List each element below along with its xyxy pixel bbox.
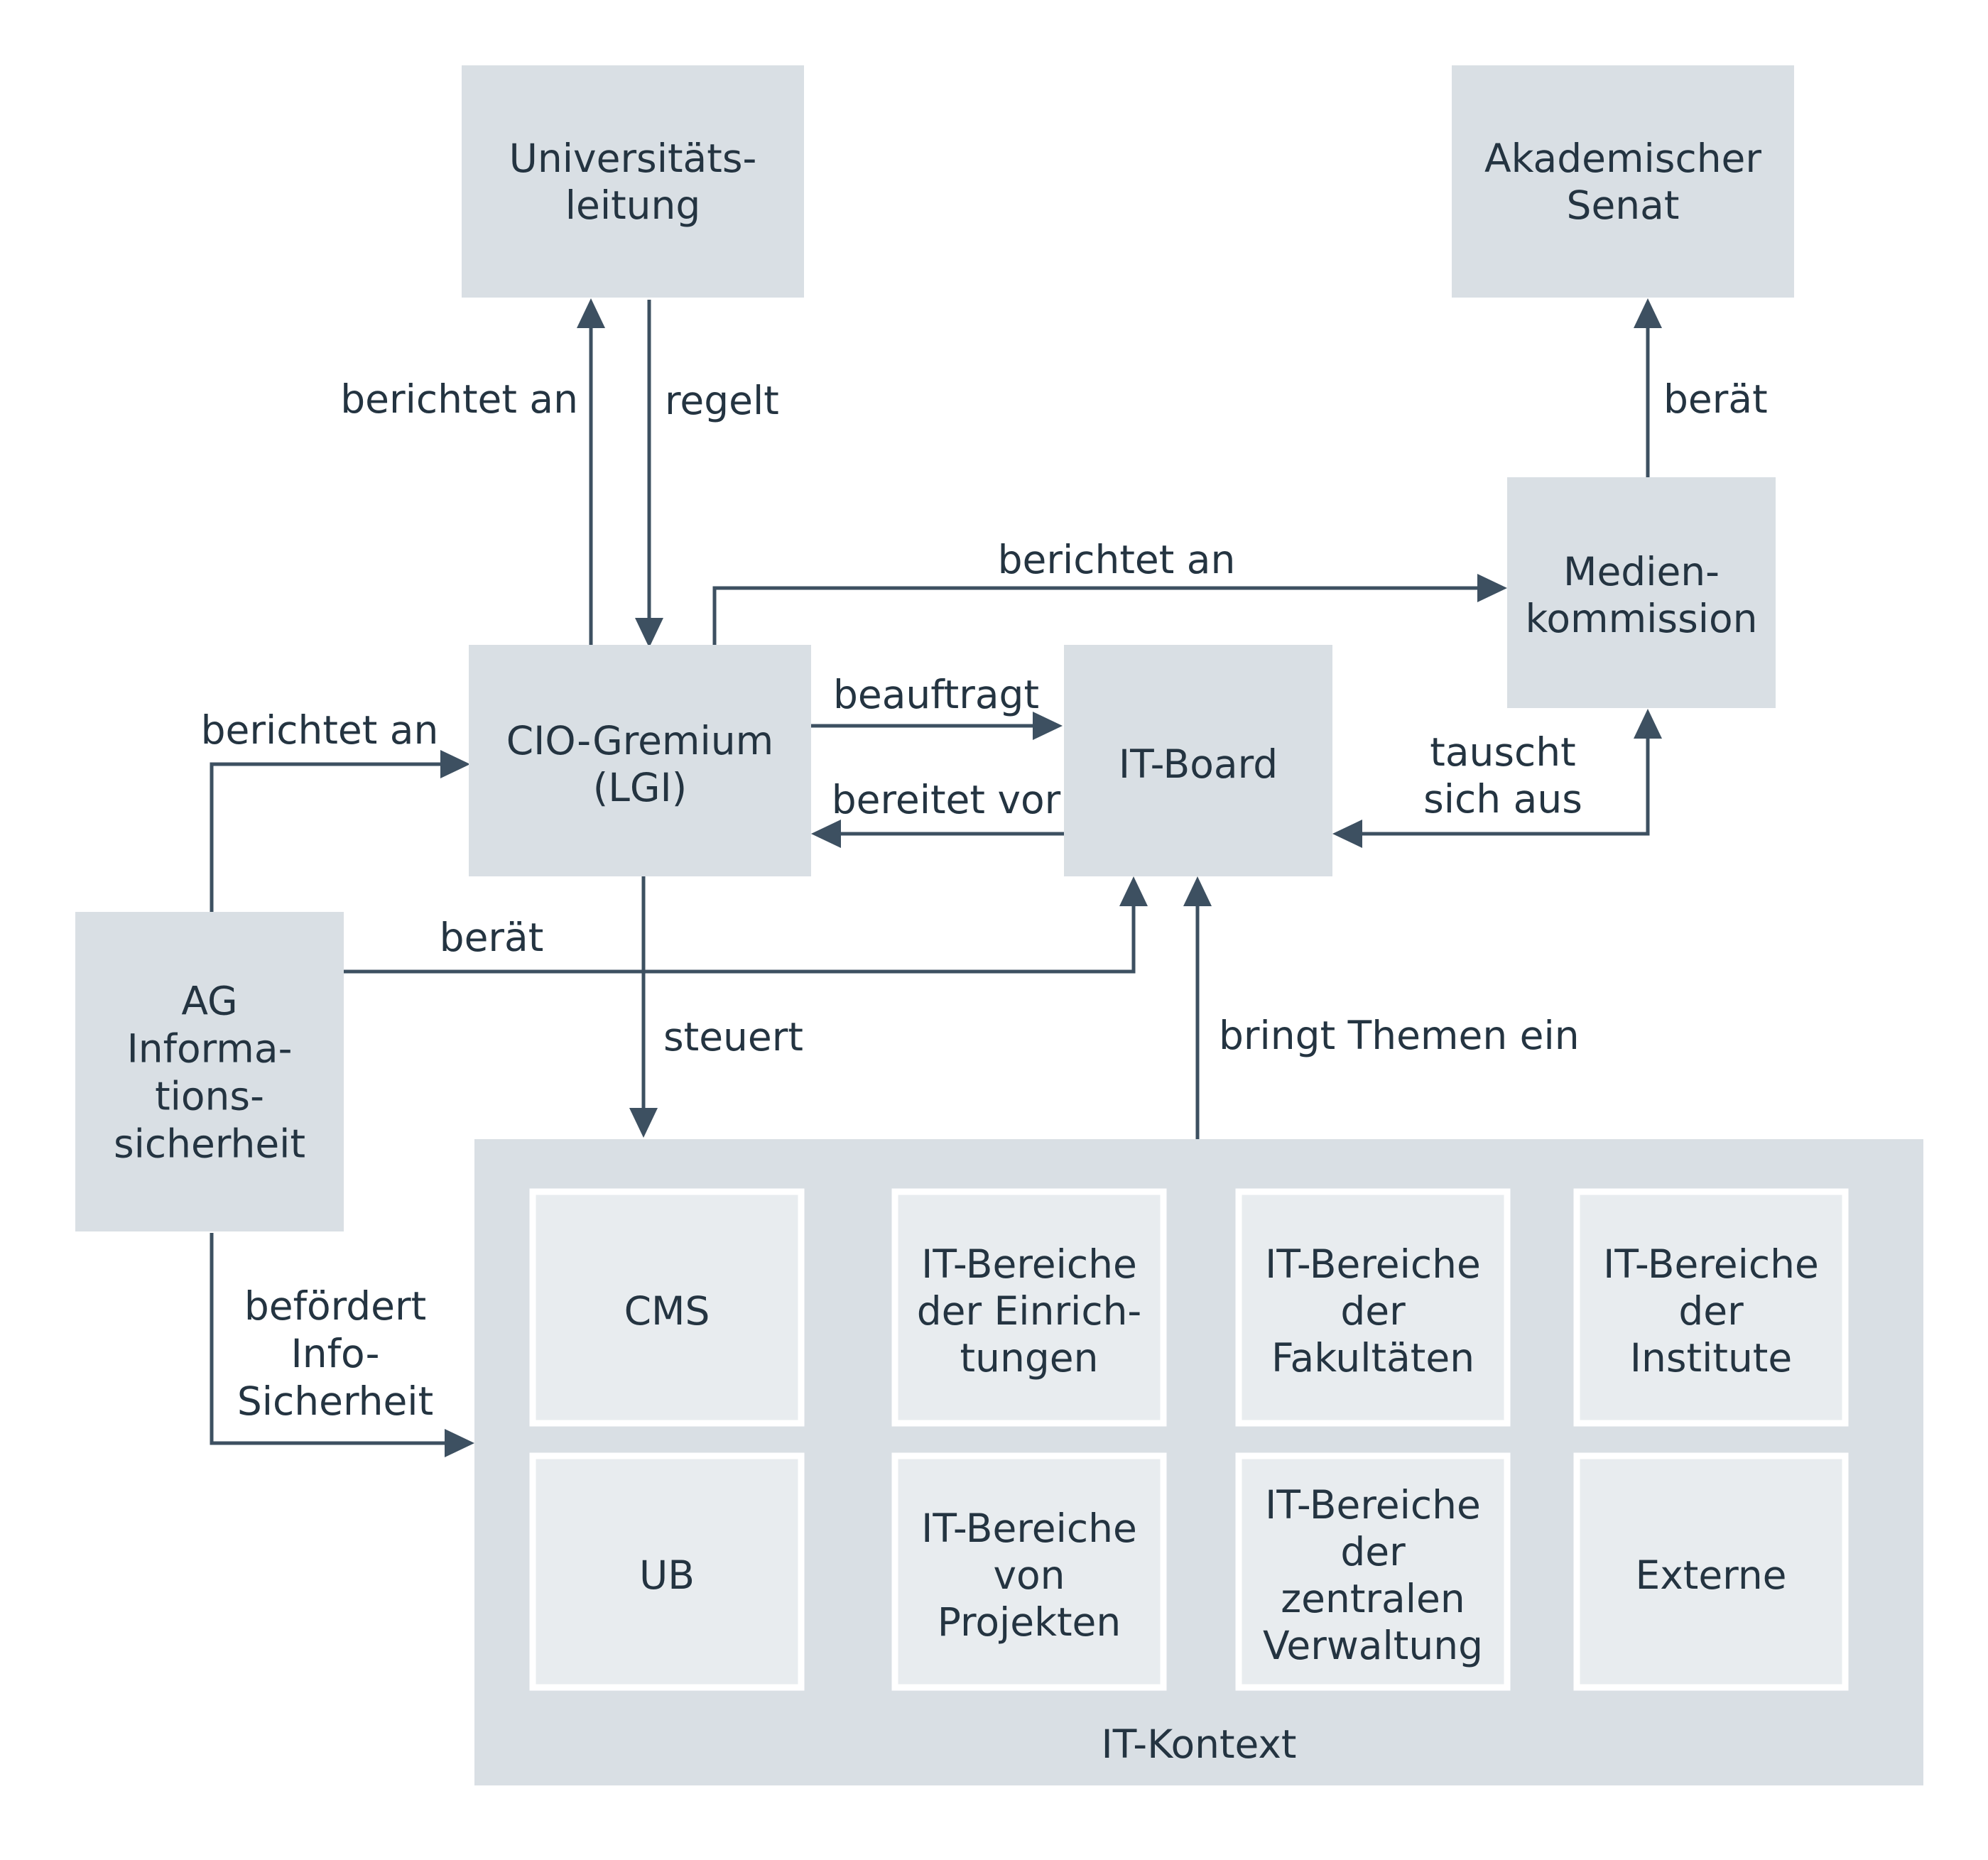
edge-label-cio-to-kontext: steuert [663, 1014, 803, 1060]
edge-label-board-to-cio: bereitet vor [832, 777, 1061, 822]
edge-label-ag-to-board: berät [440, 915, 544, 960]
arrowhead [1332, 820, 1362, 848]
arrowhead [629, 1108, 658, 1138]
externe-box [1573, 1452, 1849, 1691]
edge-label-ul-to-cio: regelt [665, 378, 779, 423]
edge-labels: berichtet an regelt berät berichtet an b… [201, 376, 1768, 1424]
arrowhead [811, 820, 841, 848]
arrowhead [1183, 876, 1212, 906]
arrowhead [440, 750, 470, 778]
cio-gremium-box [469, 645, 811, 876]
edge-label-cio-to-board: beauftragt [833, 672, 1039, 717]
edge-label-cio-to-ul: berichtet an [340, 376, 578, 422]
arrowhead [1033, 712, 1063, 740]
universitaetsleitung-label: Universitäts-leitung [509, 136, 757, 228]
medienkommission-box [1507, 477, 1776, 708]
akademischer-senat-box [1452, 65, 1794, 298]
cms-label: CMS [624, 1288, 710, 1334]
edge-ag-to-cio [210, 762, 440, 912]
arrowhead [1477, 574, 1507, 602]
edge-label-cio-to-mk: berichtet an [998, 537, 1236, 582]
edge-ag-to-kontext [210, 1233, 445, 1445]
externe-label: Externe [1635, 1552, 1786, 1598]
it-kontext-label: IT-Kontext [1102, 1722, 1297, 1767]
universitaetsleitung-box [462, 65, 804, 298]
arrowhead [1634, 709, 1662, 739]
arrowhead [1634, 298, 1662, 328]
ub-label: UB [639, 1552, 695, 1598]
connectors [210, 298, 1662, 1457]
edge-cio-to-mk [712, 586, 1477, 648]
arrowhead [445, 1429, 474, 1457]
cio-gremium-label: CIO-Gremium(LGI) [506, 718, 773, 810]
it-zentrale-verwaltung-box [1235, 1452, 1511, 1691]
edge-label-kontext-to-board: bringt Themen ein [1219, 1013, 1580, 1058]
it-einrichtungen-box [891, 1188, 1167, 1427]
arrowhead [1119, 876, 1148, 906]
edge-ag-to-board [344, 906, 1136, 974]
boxes [75, 65, 1923, 1785]
ub-box [529, 1452, 805, 1691]
edge-label-mk-to-senat: berät [1663, 376, 1768, 422]
medienkommission-label: Medien-kommission [1525, 549, 1757, 641]
edge-label-ag-to-cio: berichtet an [201, 707, 439, 753]
arrowhead [577, 298, 605, 328]
edge-board-mk [1362, 739, 1650, 836]
it-projekte-box [891, 1452, 1167, 1691]
it-fakultaeten-box [1235, 1188, 1511, 1427]
it-institute-box [1573, 1188, 1849, 1427]
ag-informationssicherheit-box [75, 912, 344, 1231]
it-board-label: IT-Board [1119, 741, 1278, 787]
arrowhead [635, 618, 663, 648]
it-board-box [1064, 645, 1332, 876]
cms-box [529, 1188, 805, 1427]
